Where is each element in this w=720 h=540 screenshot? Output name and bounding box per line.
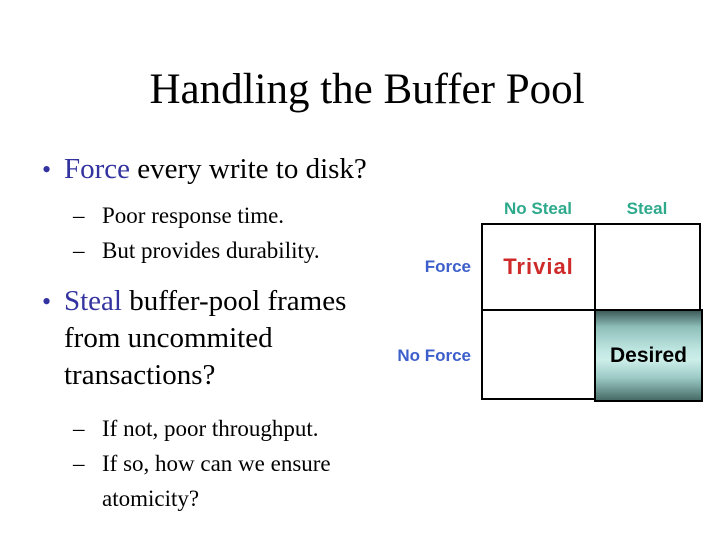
slide-title: Handling the Buffer Pool [149,66,585,113]
bullet-item-force: • Force every write to disk? [42,151,442,188]
col-header-no-steal: No Steal [503,198,573,218]
dash-icon: – [73,451,85,476]
bullet-icon: • [42,155,52,184]
desired-highlight-box: Desired [594,309,703,402]
sub-bullet-group-1: – Poor response time. – But provides dur… [73,198,433,268]
sub-bullet-item: – Poor response time. [73,198,433,233]
cell-no-force-steal: Desired [594,309,703,402]
cell-no-force-no-steal [483,311,596,398]
sub-bullet-text: Poor response time. [102,203,285,228]
sub-bullet-text: If not, poor throughput. [102,416,319,441]
row-header-force: Force [424,257,471,276]
keyword-steal: Steal [64,285,122,317]
sub-bullet-text: If so, how can we ensure atomicity? [102,451,331,511]
bullet-text-steal: Steal buffer-pool frames from uncommited… [64,283,346,394]
trivial-label: Trivial [503,254,574,279]
desired-label: Desired [609,343,688,367]
dash-icon: – [73,203,85,228]
sub-bullet-item: – If not, poor throughput. [73,411,433,446]
sub-bullet-group-2: – If not, poor throughput. – If so, how … [73,411,433,516]
bullet-item-steal: • Steal buffer-pool frames from uncommit… [42,283,442,394]
col-header-steal: Steal [626,198,668,218]
steal-force-matrix: No Steal Steal Force No Force Trivial De… [388,196,704,404]
cell-force-steal [596,225,699,311]
bullet-rest-text: buffer-pool frames from uncommited trans… [64,285,347,391]
dash-icon: – [73,238,85,263]
row-header-no-force: No Force [397,345,471,365]
sub-bullet-item: – But provides durability. [73,233,433,268]
keyword-force: Force [64,153,131,185]
bullet-rest-text: every write to disk? [130,153,367,185]
sub-bullet-item: – If so, how can we ensure atomicity? [73,446,433,516]
bullet-text-force: Force every write to disk? [64,151,367,188]
matrix-grid: Trivial Desired [481,223,703,402]
bullet-icon: • [42,287,52,316]
cell-force-no-steal: Trivial [483,225,596,311]
sub-bullet-text: But provides durability. [102,238,320,263]
dash-icon: – [73,416,85,441]
